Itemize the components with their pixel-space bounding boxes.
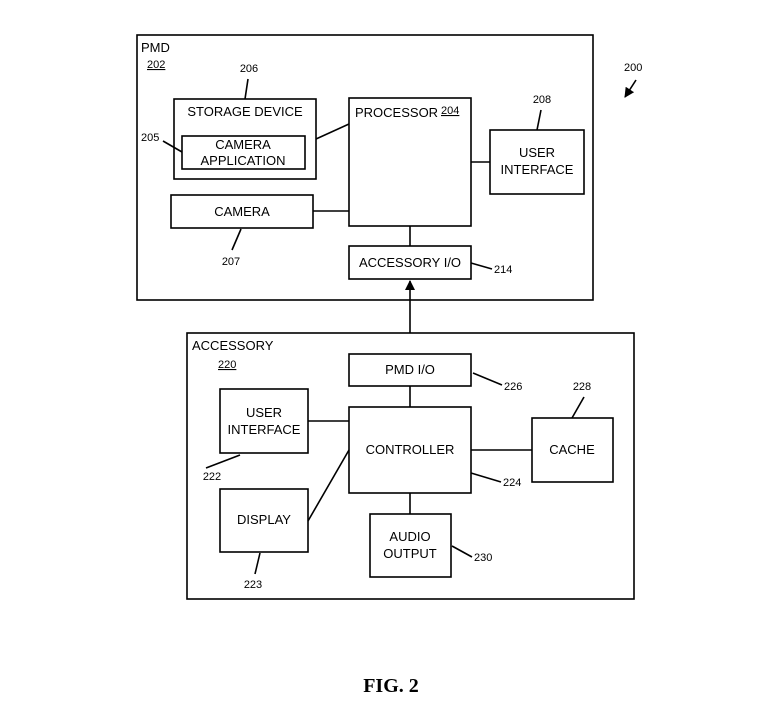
camera-application-line1: CAMERA [215,137,271,152]
accessory-user-interface-line2: INTERFACE [228,422,301,437]
pmd-user-interface-line1: USER [519,145,555,160]
display-ref: 223 [244,579,262,591]
figure-ref: 200 [624,62,642,74]
accessory-user-interface-ref: 222 [203,471,221,483]
controller-label: CONTROLLER [366,442,455,457]
camera-label: CAMERA [214,204,270,219]
storage-device-ref: 206 [240,63,258,75]
cache-label: CACHE [549,442,595,457]
display-controller-connector [307,449,350,522]
figure-ref-arrow [624,79,637,98]
camera-application-ref: 205 [141,132,159,144]
storage-device-label: STORAGE DEVICE [187,104,303,119]
display-leader [254,552,261,575]
processor-ref: 204 [441,105,459,117]
storage-processor-connector [315,123,350,140]
pmd-user-interface-line2: INTERFACE [501,162,574,177]
accessory-user-interface-box [219,388,309,454]
accessory-title: ACCESSORY [192,338,274,353]
audio-output-line1: AUDIO [389,529,430,544]
figure-caption: FIG. 2 [363,675,419,697]
display-box [219,488,309,553]
camera-ref: 207 [222,256,240,268]
display-label: DISPLAY [237,512,291,527]
processor-label: PROCESSOR [355,105,438,120]
audio-output-leader [451,545,473,558]
audio-output-box [369,513,452,578]
accessory-user-interface-line1: USER [246,405,282,420]
storage-device-leader [244,78,249,100]
accessory-io-leader [470,262,493,270]
camera-application-box [181,135,306,170]
camera-application-leader [162,140,183,153]
audio-output-ref: 230 [474,552,492,564]
accessory-io-box [348,245,472,280]
camera-leader [231,228,242,251]
pmd-user-interface-ref: 208 [533,94,551,106]
accessory-ref: 220 [218,359,236,371]
pmd-user-interface-leader [536,109,542,131]
controller-ref: 224 [503,477,521,489]
cache-ref: 228 [573,381,591,393]
pmd-title: PMD [141,40,170,55]
controller-leader [470,472,502,483]
cache-leader [571,396,585,419]
camera-box [170,194,314,229]
camera-application-line2: APPLICATION [200,153,285,168]
pmd-io-ref: 226 [504,381,522,393]
accessory-block: ACCESSORY 220 PMD I/O 226 USER INTERFACE… [186,332,635,600]
pmd-ref: 202 [147,59,165,71]
accessory-io-ref: 214 [494,264,512,276]
controller-box [348,406,472,494]
pmd-user-interface-box [489,129,585,195]
pmd-io-box [348,353,472,387]
accessory-user-interface-leader [205,454,241,469]
pmd-io-label: PMD I/O [385,362,435,377]
pmd-block: PMD 202 STORAGE DEVICE 206 CAMERA APPLIC… [136,34,594,301]
audio-output-line2: OUTPUT [383,546,437,561]
pmd-io-leader [472,372,503,386]
accessory-io-label: ACCESSORY I/O [359,255,461,270]
